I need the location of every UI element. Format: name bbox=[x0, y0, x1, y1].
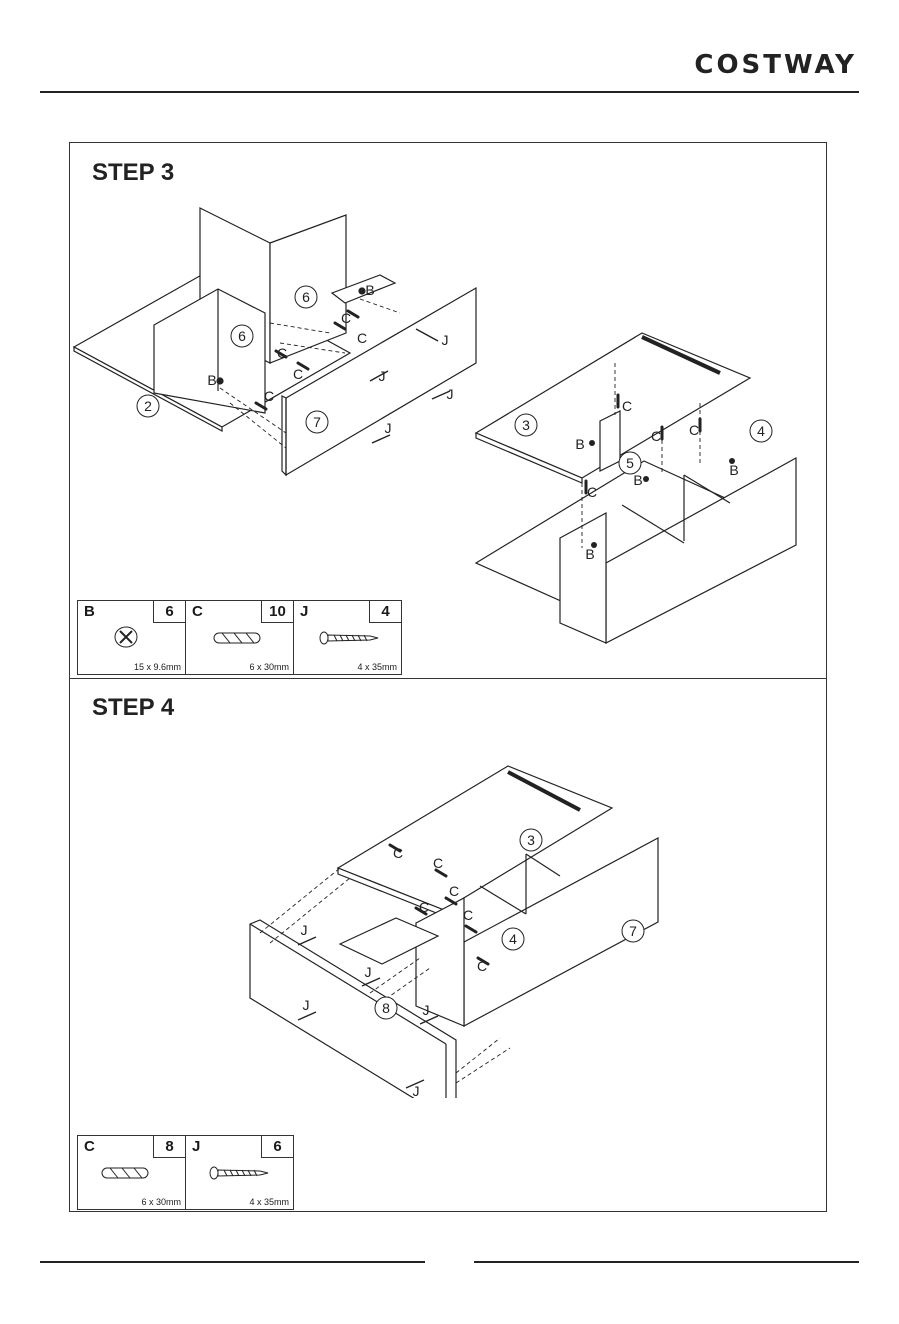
part-cell-j: J 4 4 x 35mm bbox=[294, 601, 402, 675]
brand-logo: COSTWAY bbox=[694, 50, 857, 80]
part-label-5: 5 bbox=[626, 455, 634, 471]
label-c: C bbox=[264, 388, 274, 404]
part-size: 6 x 30mm bbox=[249, 662, 289, 672]
label-c: C bbox=[449, 883, 459, 899]
step-4-parts-table: C 8 6 x 30mm J 6 4 x 35mm bbox=[77, 1135, 294, 1210]
step-4-title: STEP 4 bbox=[92, 694, 174, 722]
label-c: C bbox=[433, 855, 443, 871]
part-size: 4 x 35mm bbox=[357, 662, 397, 672]
wooden-dowel-icon bbox=[78, 1156, 185, 1192]
part-cell-c: C 10 6 x 30mm bbox=[186, 601, 294, 675]
label-c: C bbox=[293, 366, 303, 382]
label-c: C bbox=[689, 422, 699, 438]
label-c: C bbox=[622, 398, 632, 414]
label-j: J bbox=[365, 964, 372, 980]
step-3-parts-table: B 6 15 x 9.6mm C 10 6 x 30mm J bbox=[77, 600, 402, 675]
footer-rule-left bbox=[40, 1261, 425, 1263]
part-quantity: 4 bbox=[369, 601, 401, 623]
label-c: C bbox=[651, 428, 661, 444]
part-label-2: 2 bbox=[144, 398, 152, 414]
part-size: 15 x 9.6mm bbox=[134, 662, 181, 672]
part-code: B bbox=[84, 603, 95, 620]
label-b: B bbox=[207, 372, 216, 388]
label-c: C bbox=[463, 907, 473, 923]
part-label-4: 4 bbox=[757, 423, 765, 439]
label-j: J bbox=[303, 997, 310, 1013]
step-4-diagram: 3 4 7 8 C C C C C C J J J J J bbox=[220, 758, 670, 1098]
part-code: C bbox=[84, 1138, 95, 1155]
part-code: C bbox=[192, 603, 203, 620]
header-rule bbox=[40, 91, 859, 93]
wooden-dowel-icon bbox=[186, 621, 293, 657]
footer-rule-right bbox=[474, 1261, 859, 1263]
part-label-6-inner: 6 bbox=[238, 328, 246, 344]
part-cell-c: C 8 6 x 30mm bbox=[78, 1136, 186, 1210]
label-b: B bbox=[575, 436, 584, 452]
label-c: C bbox=[393, 845, 403, 861]
instructions-frame: STEP 3 bbox=[69, 142, 827, 1212]
label-c: C bbox=[277, 345, 287, 361]
label-b: B bbox=[729, 462, 738, 478]
label-j: J bbox=[447, 386, 454, 402]
cam-lock-icon bbox=[78, 621, 185, 657]
label-b: B bbox=[365, 282, 374, 298]
label-c: C bbox=[419, 899, 429, 915]
part-label-3: 3 bbox=[527, 832, 535, 848]
part-code: J bbox=[300, 603, 308, 620]
part-label-6-back: 6 bbox=[302, 289, 310, 305]
part-cell-b: B 6 15 x 9.6mm bbox=[78, 601, 186, 675]
screw-icon bbox=[294, 621, 401, 657]
part-label-7: 7 bbox=[313, 414, 321, 430]
screw-icon bbox=[186, 1156, 293, 1192]
label-b: B bbox=[633, 472, 642, 488]
label-j: J bbox=[385, 420, 392, 436]
step-3-title: STEP 3 bbox=[92, 159, 174, 187]
part-quantity: 10 bbox=[261, 601, 293, 623]
part-label-7: 7 bbox=[629, 923, 637, 939]
part-cell-j: J 6 4 x 35mm bbox=[186, 1136, 294, 1210]
part-code: J bbox=[192, 1138, 200, 1155]
label-j: J bbox=[442, 332, 449, 348]
label-b: B bbox=[585, 546, 594, 562]
label-j: J bbox=[301, 922, 308, 938]
label-j: J bbox=[423, 1002, 430, 1018]
step-divider bbox=[70, 678, 826, 679]
part-quantity: 6 bbox=[153, 601, 185, 623]
step-3-right-diagram: 3 5 4 C C C C B B B B bbox=[470, 323, 825, 648]
part-quantity: 8 bbox=[153, 1136, 185, 1158]
part-quantity: 6 bbox=[261, 1136, 293, 1158]
step-3-left-diagram: 2 6 6 7 C C C C C B B J J J J bbox=[70, 203, 490, 553]
part-size: 6 x 30mm bbox=[141, 1197, 181, 1207]
part-label-3: 3 bbox=[522, 417, 530, 433]
label-j: J bbox=[379, 368, 386, 384]
part-label-8: 8 bbox=[382, 1000, 390, 1016]
part-label-4: 4 bbox=[509, 931, 517, 947]
part-size: 4 x 35mm bbox=[249, 1197, 289, 1207]
label-c: C bbox=[341, 310, 351, 326]
label-j: J bbox=[413, 1083, 420, 1098]
label-c: C bbox=[477, 958, 487, 974]
label-c: C bbox=[357, 330, 367, 346]
label-c: C bbox=[587, 484, 597, 500]
